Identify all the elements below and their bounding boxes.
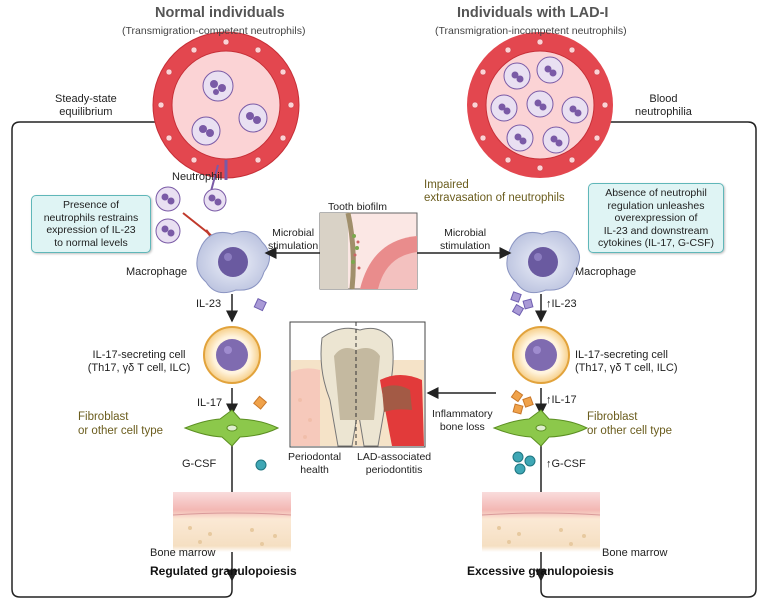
label-il17-cell-types-right: (Th17, γδ T cell, ILC) [575,362,678,374]
label-inflammatory-bone-loss: Inflammatory bone loss [432,408,493,433]
il23-cytokine-left [253,298,267,312]
label-macrophage-left: Macrophage [126,266,188,278]
title-left: Normal individuals [155,5,285,21]
neutrophils-in-vessel-left [191,70,268,146]
label-il17-cell-left: IL-17-secreting cell [92,349,186,361]
feedback-loop-right [540,116,757,598]
label-fibroblast-right: Fibroblast or other cell type [587,411,673,437]
fibroblast-right [492,409,589,447]
blood-vessel-right [467,32,613,178]
bone-marrow-right [481,492,601,552]
label-il17-right: ↑IL-17 [546,394,577,406]
label-periodontal-health: Periodontal health [288,451,342,476]
subtitle-right: (Transmigration-incompetent neutrophils) [435,25,627,37]
label-il23-right: ↑IL-23 [546,298,577,310]
tooth-biofilm-inset [319,212,418,290]
label-tooth-biofilm: Tooth biofilm [328,201,387,213]
gcsf-molecule-left [255,459,267,471]
gcsf-molecules-right [512,451,536,475]
il17-cytokine-left [253,395,268,410]
subtitle-left: (Transmigration-competent neutrophils) [122,25,306,37]
info-box-left: Presence of neutrophils restrains expres… [31,195,151,253]
label-gcsf-left: G-CSF [182,458,217,470]
macrophage-left [196,230,270,294]
info-box-right: Absence of neutrophil regulation unleash… [588,183,724,253]
label-lad-periodontitis: LAD-associated periodontitis [357,451,432,476]
fibroblast-left [183,409,280,447]
tooth-cross-section [289,321,426,448]
il17-secreting-cell-right [512,326,570,384]
label-il17-left: IL-17 [197,397,223,409]
label-outcome-right: Excessive granulopoiesis [467,564,614,578]
label-blood-neutrophilia: Blood neutrophilia [635,93,692,118]
il23-cytokines-right [510,291,534,317]
label-steady-state: Steady-state equilibrium [55,93,117,118]
label-bone-marrow-left: Bone marrow [150,547,216,559]
label-outcome-left: Regulated granulopoiesis [150,564,297,578]
feedback-loop-left [11,116,233,598]
bone-marrow-left [172,492,292,552]
label-microbial-left: Microbial stimulation [268,227,319,252]
label-il17-cell-types-left: (Th17, γδ T cell, ILC) [87,362,191,374]
label-impaired-extravasation: Impaired extravasation of neutrophils [424,179,565,204]
blood-vessel-left [152,31,300,196]
il17-cytokines-right [510,389,534,415]
label-bone-marrow-right: Bone marrow [602,547,668,559]
label-neutrophil: Neutrophil [172,171,223,183]
label-macrophage-right: Macrophage [575,266,637,278]
neutrophils-extravasated-left [155,186,227,244]
il17-secreting-cell-left [203,326,261,384]
label-microbial-right: Microbial stimulation [440,227,491,252]
label-il17-cell-right: IL-17-secreting cell [575,349,668,361]
title-right: Individuals with LAD-I [457,5,609,21]
macrophage-right [506,230,580,294]
label-il23-left: IL-23 [196,298,222,310]
label-fibroblast-left: Fibroblast or other cell type [78,411,164,437]
label-gcsf-right: ↑G-CSF [546,458,586,470]
